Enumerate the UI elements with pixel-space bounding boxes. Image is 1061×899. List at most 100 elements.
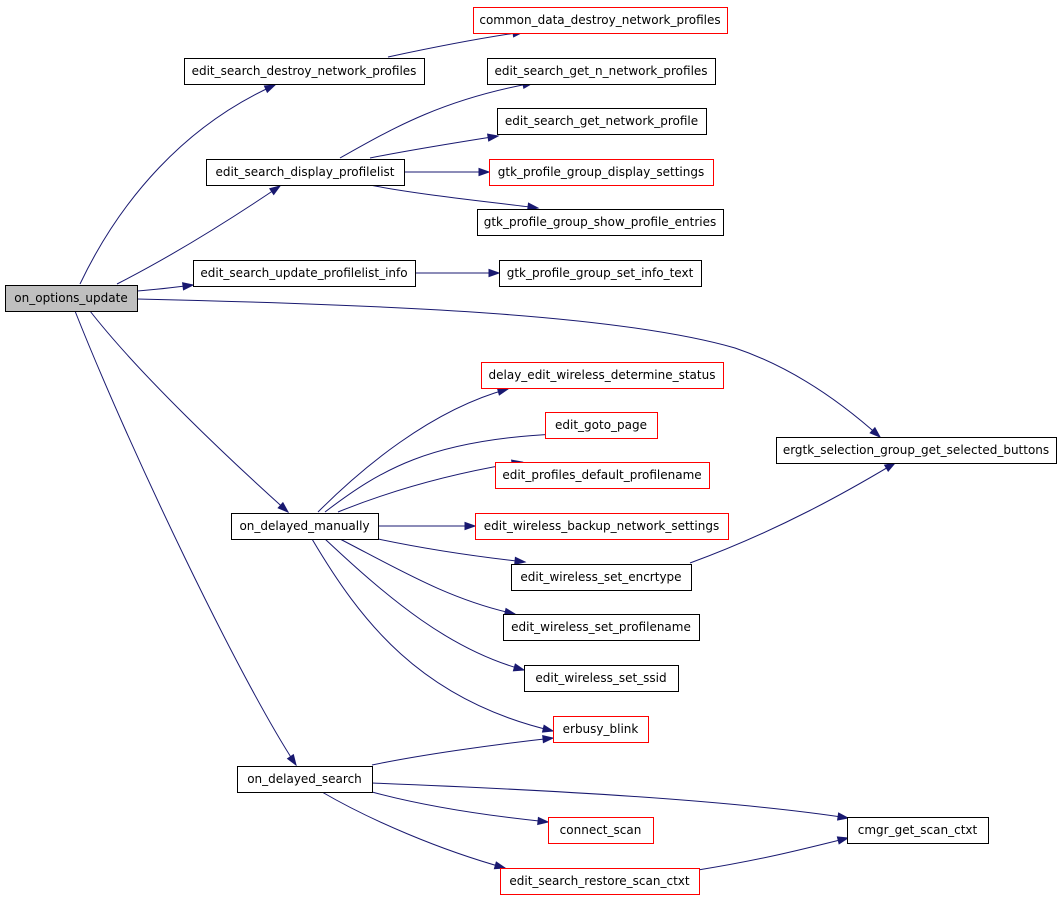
node-on-options-update[interactable]: on_options_update: [5, 285, 138, 312]
edge-line: [321, 791, 506, 869]
node-edit-search-update-profilelist-info[interactable]: edit_search_update_profilelist_info: [193, 260, 416, 287]
node-box: [548, 817, 654, 844]
node-label: edit_profiles_default_profilename: [502, 468, 701, 482]
node-edit-search-display-profilelist[interactable]: edit_search_display_profilelist: [206, 159, 405, 186]
node-edit-goto-page[interactable]: edit_goto_page: [545, 412, 658, 439]
node-box: [847, 817, 989, 844]
node-box: [477, 209, 724, 236]
node-on-delayed-search[interactable]: on_delayed_search: [237, 766, 373, 793]
arrowhead: [486, 133, 500, 142]
node-box: [500, 868, 700, 895]
edge-on_options_update-to-edit_search_display_profilelist: [116, 185, 282, 285]
node-erbusy-blink[interactable]: erbusy_blink: [553, 716, 649, 743]
node-edit-profiles-default-profilename[interactable]: edit_profiles_default_profilename: [495, 462, 710, 489]
edge-edit_search_update_profilelist_info-to-gtk_profile_group_set_info_text: [415, 268, 501, 278]
edge-line: [339, 82, 534, 159]
node-edit-search-get-n-network-profiles[interactable]: edit_search_get_n_network_profiles: [487, 58, 716, 85]
node-label: edit_wireless_backup_network_settings: [484, 519, 719, 533]
edge-edit_search_display_profilelist-to-gtk_profile_group_display_settings: [403, 167, 491, 177]
arrowhead: [478, 167, 491, 177]
node-label: gtk_profile_group_show_profile_entries: [484, 215, 717, 229]
edge-line: [311, 538, 554, 732]
node-delay-edit-wireless-determine-status[interactable]: delay_edit_wireless_determine_status: [481, 362, 724, 389]
node-label: common_data_destroy_network_profiles: [479, 13, 720, 27]
node-box: [231, 513, 379, 540]
node-label: delay_edit_wireless_determine_status: [489, 368, 716, 382]
node-edit-wireless-backup-network-settings[interactable]: edit_wireless_backup_network_settings: [475, 513, 729, 540]
edge-on_delayed_manually-to-edit_wireless_backup_network_settings: [378, 521, 477, 531]
node-cmgr-get-scan-ctxt[interactable]: cmgr_get_scan_ctxt: [847, 817, 989, 844]
node-box: [511, 564, 692, 591]
node-common-data-destroy-network-profiles[interactable]: common_data_destroy_network_profiles: [473, 7, 728, 34]
node-label: edit_wireless_set_profilename: [511, 620, 691, 634]
edge-line: [697, 837, 849, 871]
node-connect-scan[interactable]: connect_scan: [548, 817, 654, 844]
edge-line: [377, 538, 526, 563]
node-gtk-profile-group-show-profile-entries[interactable]: gtk_profile_group_show_profile_entries: [477, 209, 724, 236]
node-edit-wireless-set-ssid[interactable]: edit_wireless_set_ssid: [524, 665, 679, 692]
node-box: [503, 614, 700, 641]
edge-line: [79, 84, 276, 285]
node-edit-search-get-network-profile[interactable]: edit_search_get_network_profile: [497, 108, 707, 135]
node-box: [475, 513, 729, 540]
edge-on_delayed_manually-to-erbusy_blink: [311, 538, 555, 733]
edge-line: [387, 31, 524, 58]
edge-on_delayed_manually-to-edit_wireless_set_encrtype: [377, 538, 527, 566]
node-label: edit_wireless_set_encrtype: [520, 570, 681, 584]
edge-line: [339, 538, 516, 615]
arrowhead: [542, 734, 555, 744]
node-box: [193, 260, 416, 287]
edges-layer: [74, 29, 897, 871]
edge-on_options_update-to-on_delayed_manually: [89, 310, 290, 514]
node-label: edit_search_destroy_network_profiles: [192, 64, 417, 78]
edge-line: [689, 462, 896, 564]
edge-edit_search_restore_scan_ctxt-to-cmgr_get_scan_ctxt: [697, 836, 850, 871]
node-edit-wireless-set-profilename[interactable]: edit_wireless_set_profilename: [503, 614, 700, 641]
arrowhead: [182, 282, 195, 291]
node-edit-search-destroy-network-profiles[interactable]: edit_search_destroy_network_profiles: [184, 58, 425, 85]
edge-line: [136, 298, 881, 438]
node-label: on_delayed_manually: [239, 519, 369, 533]
node-box: [497, 108, 707, 135]
edge-line: [116, 185, 281, 285]
node-label: on_delayed_search: [247, 772, 362, 786]
edge-on_delayed_search-to-connect_scan: [371, 791, 550, 826]
node-edit-wireless-set-encrtype[interactable]: edit_wireless_set_encrtype: [511, 564, 692, 591]
edge-edit_wireless_set_encrtype-to-ergtk_selection_group_get_selected_buttons: [689, 462, 897, 564]
node-gtk-profile-group-display-settings[interactable]: gtk_profile_group_display_settings: [489, 159, 714, 186]
edge-line: [337, 461, 523, 513]
edge-on_options_update-to-edit_search_destroy_network_profiles: [79, 84, 277, 285]
node-box: [545, 412, 658, 439]
node-label: edit_search_update_profilelist_info: [200, 266, 407, 280]
edge-on_options_update-to-ergtk_selection_group_get_selected_buttons: [136, 298, 882, 439]
arrowhead: [268, 185, 282, 196]
edge-line: [89, 310, 289, 513]
edge-on_delayed_manually-to-edit_profiles_default_profilename: [337, 459, 524, 513]
edge-line: [317, 388, 509, 513]
edge-line: [324, 433, 557, 513]
node-box: [5, 285, 138, 312]
edge-line: [369, 135, 499, 159]
node-box: [237, 766, 373, 793]
node-box: [206, 159, 405, 186]
node-label: edit_goto_page: [555, 418, 647, 432]
node-ergtk-selection-group-get-selected-buttons[interactable]: ergtk_selection_group_get_selected_butto…: [776, 437, 1057, 464]
node-gtk-profile-group-set-info-text[interactable]: gtk_profile_group_set_info_text: [499, 260, 702, 287]
arrowhead: [488, 268, 501, 278]
arrowhead: [514, 556, 527, 566]
node-box: [481, 362, 724, 389]
node-label: on_options_update: [14, 291, 127, 305]
arrowhead: [512, 663, 526, 672]
node-edit-search-restore-scan-ctxt[interactable]: edit_search_restore_scan_ctxt: [500, 868, 700, 895]
arrowhead: [537, 816, 550, 826]
node-label: erbusy_blink: [563, 722, 639, 736]
edge-edit_search_display_profilelist-to-edit_search_get_network_profile: [369, 133, 500, 159]
node-on-delayed-manually[interactable]: on_delayed_manually: [231, 513, 379, 540]
edge-on_delayed_search-to-erbusy_blink: [371, 734, 555, 766]
edge-on_delayed_manually-to-edit_wireless_set_ssid: [324, 538, 526, 672]
node-label: ergtk_selection_group_get_selected_butto…: [783, 443, 1049, 457]
arrowhead: [277, 501, 290, 514]
edge-on_delayed_search-to-cmgr_get_scan_ctxt: [371, 782, 850, 821]
arrowhead: [263, 84, 277, 94]
node-label: edit_wireless_set_ssid: [535, 671, 666, 685]
